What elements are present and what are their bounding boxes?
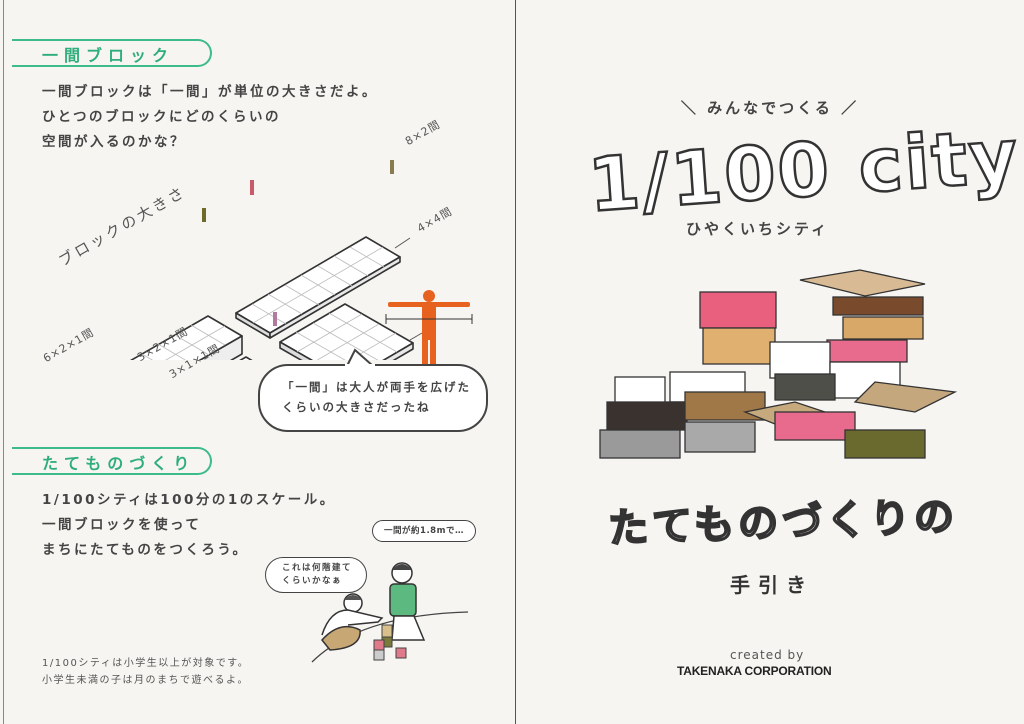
subtitle-tebiki: 手引き: [730, 573, 814, 597]
company-logo: TAKENAKA CORPORATION: [677, 664, 832, 678]
age-note: 1/100シティは小学生以上が対象です。 小学生未満の子は月のまちで遊べるよ。: [42, 655, 249, 689]
note-line: 小学生未満の子は月のまちで遊べるよ。: [42, 675, 249, 686]
speech-line: これは何階建て: [282, 563, 353, 573]
person-figure: [202, 208, 206, 222]
section-title: たてものづくり: [42, 454, 196, 473]
text-line: 1/100シティは100分の1のスケール。: [42, 492, 336, 508]
note-line: 1/100シティは小学生以上が対象です。: [42, 658, 250, 669]
speech-line: 「一間」は大人が両手を広げた: [282, 380, 471, 394]
speech-tail: [345, 348, 375, 368]
tagline: ＼ みんなでつくる ／: [680, 99, 860, 117]
speech-line: くらいの大きさだったね: [282, 400, 431, 414]
person-figure: [390, 160, 394, 174]
intro-text: 一間ブロックは「一間」が単位の大きさだよ。 ひとつのブロックにどのくらいの 空間…: [42, 80, 378, 155]
page-edge: [3, 0, 4, 724]
block-diagram: [129, 160, 423, 360]
tagline-text: みんなでつくる: [707, 99, 833, 117]
text-line: 一間ブロックは「一間」が単位の大きさだよ。: [42, 84, 378, 100]
logo-1-100-city: 1/100 city: [584, 112, 1023, 230]
speech-bubble-kid-left: これは何階建て くらいかなぁ: [265, 557, 367, 593]
kids-building-illustration: [311, 562, 469, 663]
logo-reading: ひやくいちシティ: [686, 220, 830, 238]
speech-bubble-ikken: 「一間」は大人が両手を広げた くらいの大きさだったね: [258, 364, 488, 432]
adult-arms-spread-icon: [385, 290, 473, 378]
section-header-ikken-block: 一間ブロック: [12, 39, 212, 67]
person-figure: [273, 312, 277, 326]
page-divider: [515, 0, 516, 724]
tatemono-text: 1/100シティは100分の1のスケール。 一間ブロックを使って まちにたてもの…: [42, 488, 336, 563]
credit-line: created by: [730, 648, 805, 662]
subtitle-tatemono: たてものづくりの: [606, 493, 959, 553]
text-line: ひとつのブロックにどのくらいの: [42, 109, 282, 125]
speech-line: くらいかなぁ: [282, 576, 343, 586]
person-figure: [250, 180, 254, 195]
block-collage-illustration: [599, 269, 958, 459]
section-title: 一間ブロック: [42, 46, 175, 65]
section-header-tatemono: たてものづくり: [12, 447, 212, 475]
speech-bubble-kid-right: 一間が約1.8mで…: [372, 520, 476, 542]
text-line: まちにたてものをつくろう。: [42, 542, 249, 558]
text-line: 一間ブロックを使って: [42, 517, 202, 533]
text-line: 空間が入るのかな？: [42, 134, 186, 150]
